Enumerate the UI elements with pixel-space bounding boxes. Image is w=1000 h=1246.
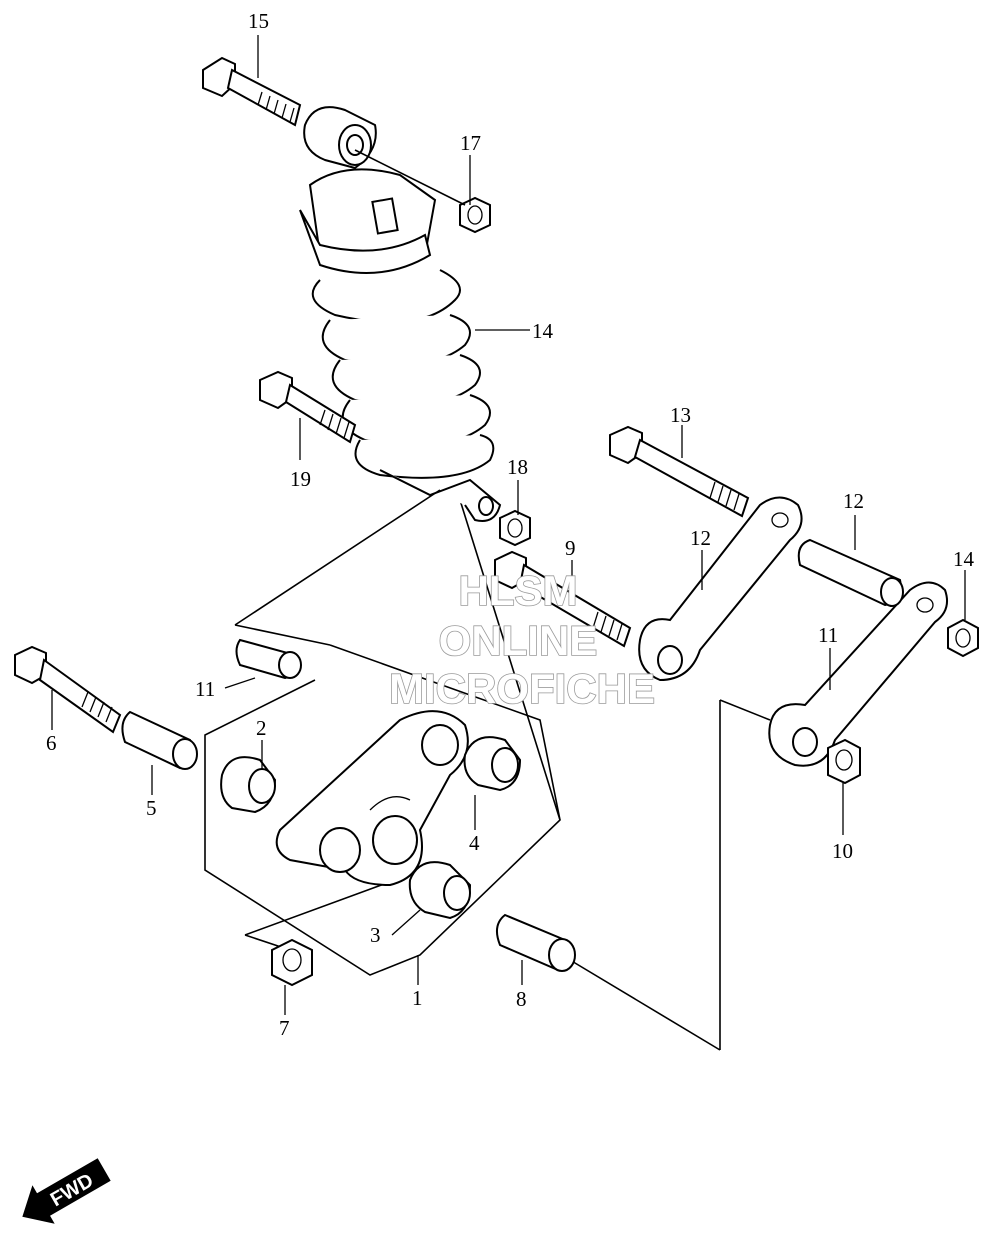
nut-18-lower	[499, 509, 531, 547]
callout-12-upper: 12	[690, 526, 711, 550]
nut-15	[947, 618, 979, 658]
callout-3: 3	[370, 923, 381, 947]
callout-9: 9	[565, 536, 576, 560]
callout-8: 8	[516, 987, 527, 1011]
watermark-line-2: ONLINE	[439, 617, 598, 664]
callout-14: 13	[670, 403, 691, 427]
leader-lines	[51, 35, 966, 1015]
callout-16: 14	[532, 319, 554, 343]
bearing-2	[220, 756, 277, 814]
callout-17: 15	[248, 9, 269, 33]
watermark: HLSM ONLINE MICROFICHE	[388, 566, 656, 713]
callout-18-upper: 17	[460, 131, 481, 155]
callout-2: 2	[256, 716, 267, 740]
collar-8	[495, 913, 576, 972]
callout-4: 4	[469, 831, 480, 855]
callout-labels: 15 17 14 19 18 13 9 12 12 14 11 11 6 5 2…	[46, 9, 975, 1040]
callout-13: 12	[843, 489, 864, 513]
collar-13	[797, 538, 904, 607]
callout-11: 11	[195, 677, 215, 701]
callout-15: 14	[953, 547, 975, 571]
watermark-line-3: MICROFICHE	[389, 665, 655, 712]
bolt-19	[259, 370, 357, 444]
callout-18-lower: 18	[507, 455, 528, 479]
nut-7	[271, 938, 313, 987]
callout-10: 10	[832, 839, 853, 863]
callout-5: 5	[146, 796, 157, 820]
callout-19: 19	[290, 467, 311, 491]
watermark-line-1: HLSM	[459, 567, 578, 614]
bearing-3	[408, 861, 472, 920]
assembly-lines	[204, 489, 771, 1051]
tie-rod-12-upper	[638, 496, 803, 682]
bolt-6	[14, 645, 122, 734]
shock-absorber-16	[299, 106, 502, 522]
nut-10	[827, 738, 861, 785]
callout-7: 7	[279, 1016, 290, 1040]
bolt-14	[609, 425, 750, 518]
tie-rod-12-lower	[768, 581, 948, 767]
collar-11	[235, 638, 302, 680]
nut-18-upper	[354, 149, 491, 234]
cushion-lever-1	[275, 710, 469, 887]
bearing-4	[463, 736, 522, 792]
callout-6: 6	[46, 731, 57, 755]
collar-5	[121, 710, 198, 770]
bolt-17	[202, 56, 302, 127]
callout-1: 1	[412, 986, 423, 1010]
fwd-badge: FWD	[22, 1158, 111, 1224]
fwd-arrow-icon	[22, 1158, 111, 1224]
callout-12-lower: 11	[818, 623, 838, 647]
bolt-9	[494, 550, 632, 648]
